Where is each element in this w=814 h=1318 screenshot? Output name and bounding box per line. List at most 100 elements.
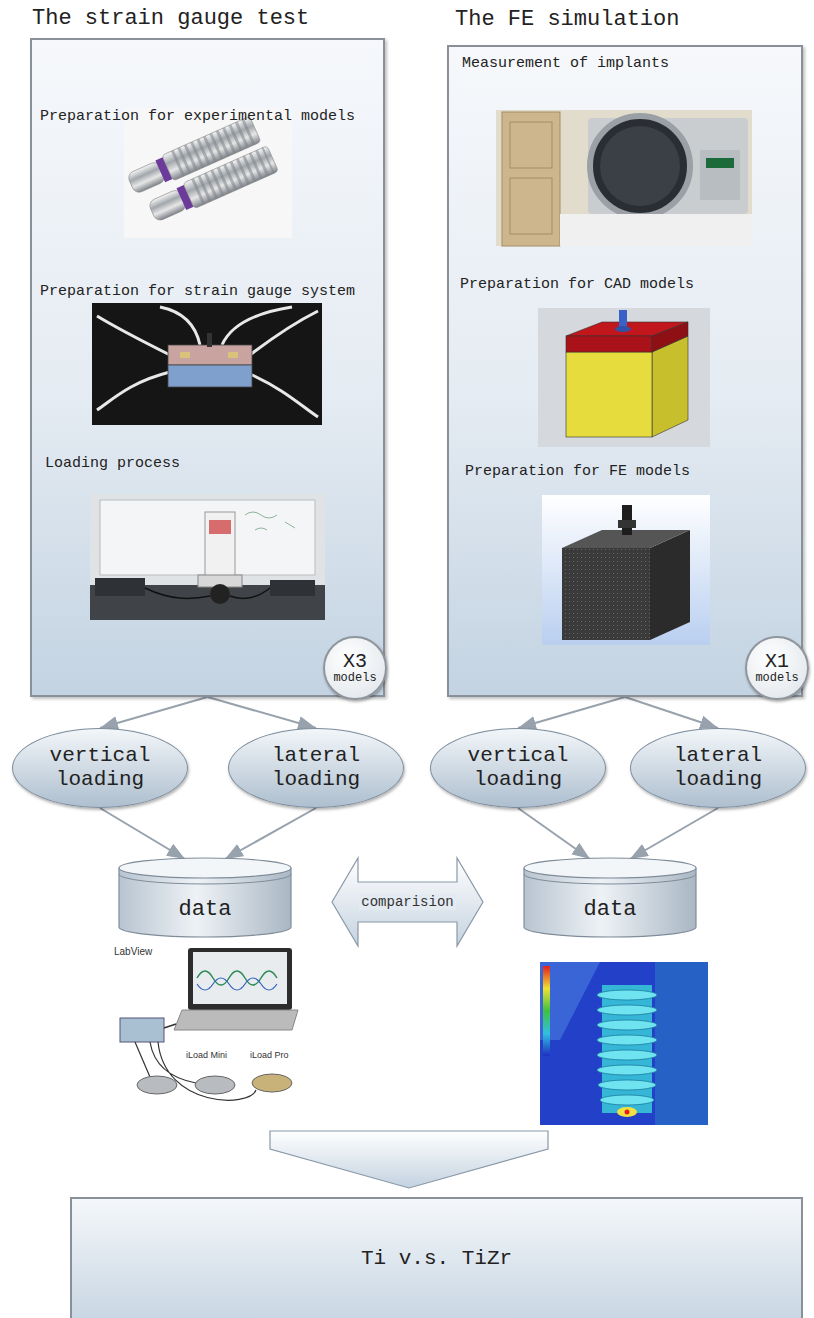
stress-plot-picture bbox=[597, 1020, 657, 1030]
step-title: Preparation for CAD models bbox=[460, 276, 694, 293]
stress-plot-picture bbox=[598, 1080, 656, 1090]
measurement-system-picture bbox=[197, 978, 277, 990]
loading-photo bbox=[90, 494, 325, 620]
flow-arrow bbox=[518, 808, 590, 859]
panel-ground bbox=[447, 45, 803, 697]
stress-plot-picture bbox=[600, 1095, 654, 1105]
cad-model-picture bbox=[615, 326, 631, 332]
measurement-system-picture bbox=[188, 948, 292, 1010]
fe-mesh-picture bbox=[542, 495, 710, 645]
strain-gauge-photo bbox=[250, 374, 318, 417]
measurement-system-picture bbox=[195, 1076, 235, 1094]
panel-heading: The strain gauge test bbox=[32, 6, 309, 31]
device-label: iLoad Mini bbox=[186, 1050, 227, 1060]
fe-mesh-picture bbox=[542, 495, 710, 645]
count-badge: X1 models bbox=[745, 636, 809, 700]
implant-photo bbox=[125, 115, 278, 229]
double-block-arrow bbox=[332, 858, 483, 946]
device-label: iLoad Pro bbox=[250, 1050, 289, 1060]
stress-plot-picture bbox=[597, 1005, 657, 1015]
loading-photo bbox=[95, 578, 145, 596]
strain-gauge-photo bbox=[180, 352, 190, 358]
stress-plot-picture bbox=[597, 1035, 657, 1045]
cylinder-top bbox=[524, 858, 696, 878]
data-cylinder: data bbox=[523, 857, 697, 939]
flow-arrow bbox=[518, 697, 625, 728]
process-panel: The FE simulationMeasurement of implants… bbox=[447, 45, 803, 697]
profile-projector-photo bbox=[510, 122, 552, 168]
cad-model-picture bbox=[652, 336, 688, 437]
loading-ellipse: vertical loading bbox=[12, 728, 188, 808]
profile-projector-photo bbox=[700, 150, 740, 200]
stress-plot-picture bbox=[597, 990, 657, 1105]
stress-plot-picture bbox=[655, 962, 708, 1125]
profile-projector-photo bbox=[496, 110, 752, 246]
stress-plot-picture bbox=[540, 962, 708, 1125]
loading-photo bbox=[209, 520, 231, 534]
profile-projector-photo bbox=[560, 214, 752, 246]
fe-mesh-picture bbox=[562, 548, 650, 640]
panel-ground bbox=[30, 38, 385, 697]
result-arrow bbox=[270, 1131, 548, 1188]
data-text: data bbox=[584, 897, 637, 922]
stress-plot-picture bbox=[543, 966, 550, 1056]
loading-photo bbox=[145, 588, 270, 598]
profile-projector-photo bbox=[706, 158, 734, 168]
implant-photo bbox=[183, 146, 278, 209]
flow-arrow bbox=[625, 697, 718, 728]
implant-photo bbox=[124, 108, 292, 238]
step-title: Measurement of implants bbox=[462, 55, 669, 72]
loading-ellipse: lateral loading bbox=[228, 728, 404, 808]
measurement-system-picture bbox=[174, 1010, 298, 1030]
measurement-system-picture bbox=[135, 1042, 256, 1100]
measurement-system-picture bbox=[120, 948, 298, 1100]
profile-projector-photo bbox=[590, 116, 690, 216]
step-title: Loading process bbox=[45, 455, 180, 472]
strain-gauge-photo bbox=[97, 316, 170, 355]
implant-photo bbox=[190, 147, 274, 205]
flow-arrow bbox=[100, 697, 208, 728]
measurement-system-picture bbox=[193, 952, 287, 1004]
count-text: X1 models bbox=[753, 651, 801, 685]
loading-text: lateral loading bbox=[251, 744, 381, 792]
count-text: X3 models bbox=[331, 651, 379, 685]
profile-projector-photo bbox=[600, 126, 680, 206]
stress-plot-picture bbox=[625, 1110, 630, 1115]
loading-text: lateral loading bbox=[653, 744, 783, 792]
stress-plot-picture bbox=[597, 1065, 657, 1075]
step-title: Preparation for FE models bbox=[465, 463, 690, 480]
edge-label: comparision bbox=[359, 894, 455, 910]
stress-plot-picture bbox=[540, 962, 708, 1125]
cad-model-picture bbox=[538, 308, 710, 447]
strain-gauge-photo bbox=[97, 307, 318, 417]
strain-gauge-photo bbox=[168, 365, 252, 387]
cad-model-picture bbox=[566, 336, 652, 352]
cad-model-picture bbox=[619, 310, 627, 328]
data-cylinder: data bbox=[118, 857, 292, 939]
loading-ellipse: vertical loading bbox=[430, 728, 606, 808]
profile-projector-photo bbox=[510, 178, 552, 234]
result-text: Ti v.s. TiZr bbox=[361, 1247, 512, 1270]
loading-ellipse: lateral loading bbox=[630, 728, 806, 808]
flow-arrow bbox=[100, 808, 185, 859]
flow-arrow bbox=[630, 808, 718, 859]
strain-gauge-photo bbox=[92, 303, 322, 425]
step-title: Preparation for experimental models bbox=[40, 108, 355, 125]
strain-gauge-photo bbox=[160, 307, 200, 345]
flow-arrow bbox=[208, 697, 317, 728]
result-box: Ti v.s. TiZr bbox=[70, 1197, 803, 1318]
stress-plot-picture bbox=[617, 1107, 637, 1117]
stress-plot-picture bbox=[597, 990, 657, 1000]
measurement-system-picture bbox=[197, 971, 277, 985]
loading-photo bbox=[205, 512, 235, 582]
measurement-system-picture bbox=[164, 1024, 176, 1028]
fe-mesh-picture bbox=[618, 520, 636, 528]
data-text: data bbox=[179, 897, 232, 922]
flow-arrow bbox=[225, 808, 316, 859]
fe-mesh-picture bbox=[650, 530, 690, 640]
device-label: LabView bbox=[114, 946, 152, 957]
process-panel: The strain gauge testPreparation for exp… bbox=[30, 38, 385, 697]
cad-model-picture bbox=[652, 322, 688, 352]
